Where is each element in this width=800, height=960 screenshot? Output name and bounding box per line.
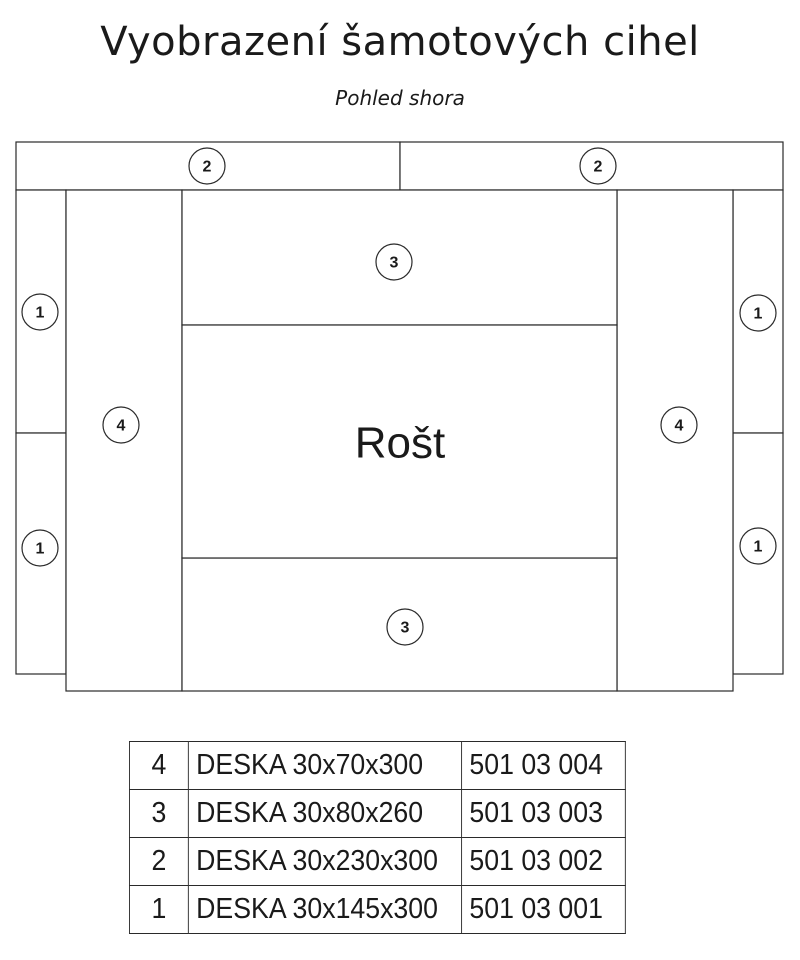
marker-left-lower: 1: [21, 529, 59, 567]
grate-area: [181, 324, 618, 559]
svg-text:1: 1: [754, 306, 763, 323]
position-number: 1: [129, 885, 189, 934]
marker-right-upper: 1: [739, 294, 777, 332]
marker-top-right: 2: [579, 147, 617, 185]
svg-text:1: 1: [36, 305, 45, 322]
svg-text:2: 2: [594, 159, 603, 176]
marker-left-upper: 1: [21, 293, 59, 331]
position-number: 2: [129, 837, 189, 886]
part-description: DESKA 30x230x300: [187, 837, 463, 886]
svg-text:2: 2: [203, 159, 212, 176]
parts-table: 4 DESKA 30x70x300 501 03 004 3 DESKA 30x…: [129, 741, 626, 934]
table-row: 1 DESKA 30x145x300 501 03 001: [129, 885, 626, 934]
marker-inner-top: 3: [375, 243, 413, 281]
table-row: 2 DESKA 30x230x300 501 03 002: [129, 837, 626, 886]
marker-right-inner: 4: [660, 406, 698, 444]
marker-inner-bottom: 3: [386, 608, 424, 646]
svg-text:3: 3: [401, 620, 410, 637]
position-number: 4: [129, 741, 189, 790]
svg-text:4: 4: [675, 418, 684, 435]
table-row: 4 DESKA 30x70x300 501 03 004: [129, 741, 626, 790]
marker-top-left: 2: [188, 147, 226, 185]
marker-right-lower: 1: [739, 527, 777, 565]
table-row: 3 DESKA 30x80x260 501 03 003: [129, 789, 626, 838]
position-number: 3: [129, 789, 189, 838]
part-code: 501 03 004: [461, 741, 626, 790]
brick-layout-diagram: Rošt 2 2 3 3 1 1 1 1 4 4: [15, 141, 784, 692]
svg-text:3: 3: [390, 255, 399, 272]
marker-left-inner: 4: [102, 406, 140, 444]
grate-label: Rošt: [355, 419, 445, 468]
part-code: 501 03 002: [461, 837, 626, 886]
page-title: Vyobrazení šamotových cihel: [100, 19, 700, 65]
page-subtitle: Pohled shora: [335, 86, 465, 110]
part-code: 501 03 003: [461, 789, 626, 838]
part-description: DESKA 30x145x300: [187, 885, 463, 934]
part-description: DESKA 30x80x260: [187, 789, 463, 838]
svg-text:4: 4: [117, 418, 126, 435]
part-code: 501 03 001: [461, 885, 626, 934]
part-description: DESKA 30x70x300: [187, 741, 463, 790]
svg-text:1: 1: [36, 541, 45, 558]
svg-text:1: 1: [754, 539, 763, 556]
